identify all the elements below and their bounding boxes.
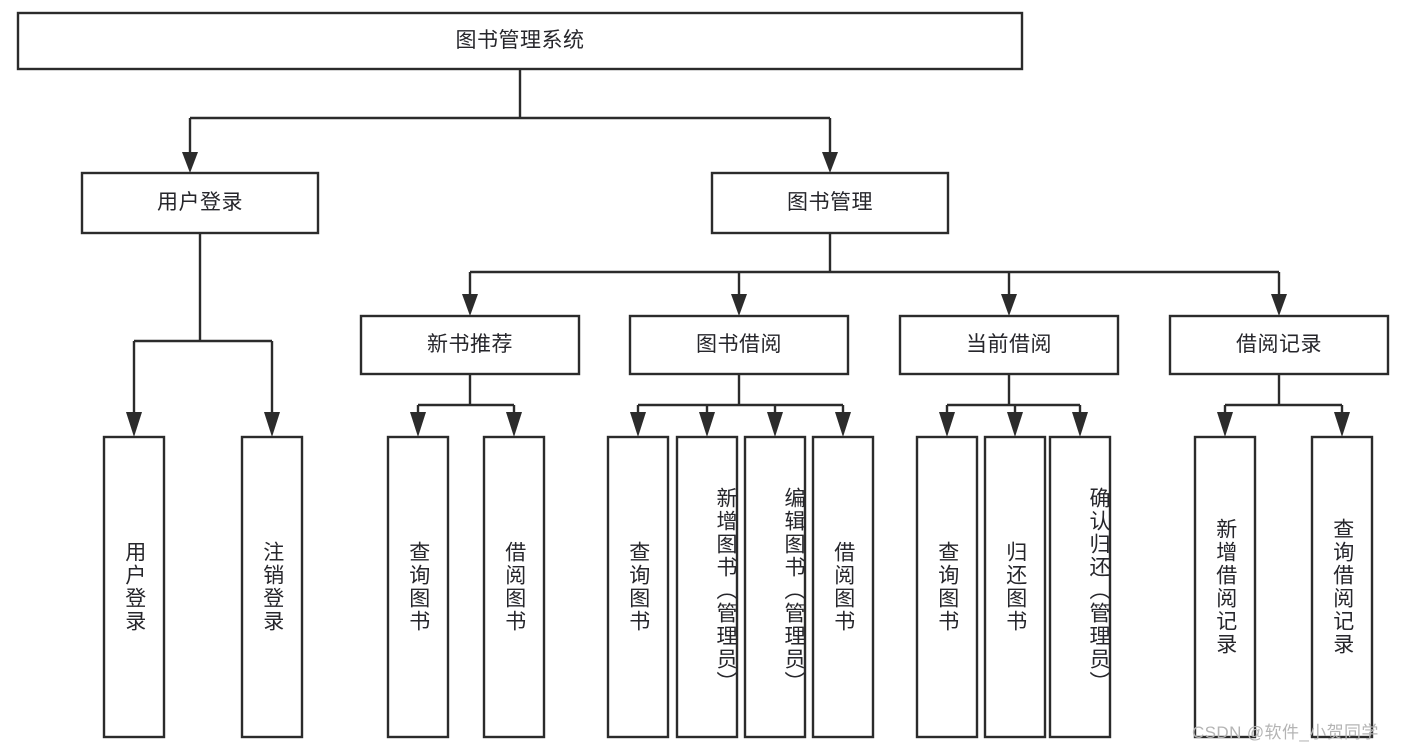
- node-box-leaf-query-record[interactable]: [1310, 435, 1374, 739]
- node-box-leaf-query-book-cur[interactable]: [915, 435, 979, 739]
- node-box-leaf-return-book[interactable]: [983, 435, 1047, 739]
- node-box-leaf-add-book[interactable]: [675, 435, 739, 739]
- node-box-leaf-query-book[interactable]: [606, 435, 670, 739]
- connector-currentborrow-to-leaves: [939, 374, 1088, 437]
- node-box-user-login[interactable]: [80, 171, 320, 235]
- node-box-new-book-rec[interactable]: [359, 314, 581, 376]
- node-box-borrow-record[interactable]: [1168, 314, 1390, 376]
- node-box-current-borrow[interactable]: [898, 314, 1120, 376]
- node-box-leaf-logout[interactable]: [240, 435, 304, 739]
- connector-newbook-to-leaves: [410, 374, 522, 437]
- node-box-leaf-user-login[interactable]: [102, 435, 166, 739]
- connector-root-to-level2: [182, 69, 838, 173]
- connector-borrowrecord-to-leaves: [1217, 374, 1350, 437]
- node-box-leaf-borrow-book[interactable]: [811, 435, 875, 739]
- connector-bookborrow-to-leaves: [630, 374, 851, 437]
- node-box-leaf-query-book-rec[interactable]: [386, 435, 450, 739]
- csdn-watermark: CSDN @软件_小贺同学: [1192, 723, 1379, 742]
- connector-bookmanage-to-level3: [462, 233, 1287, 316]
- node-box-leaf-confirm-return[interactable]: [1048, 435, 1112, 739]
- node-box-book-borrow[interactable]: [628, 314, 850, 376]
- node-box-root[interactable]: [16, 11, 1024, 71]
- node-box-leaf-borrow-book-rec[interactable]: [482, 435, 546, 739]
- node-box-leaf-add-record[interactable]: [1193, 435, 1257, 739]
- connector-userlogin-to-leaves: [126, 233, 280, 437]
- node-box-book-manage[interactable]: [710, 171, 950, 235]
- node-box-leaf-edit-book[interactable]: [743, 435, 807, 739]
